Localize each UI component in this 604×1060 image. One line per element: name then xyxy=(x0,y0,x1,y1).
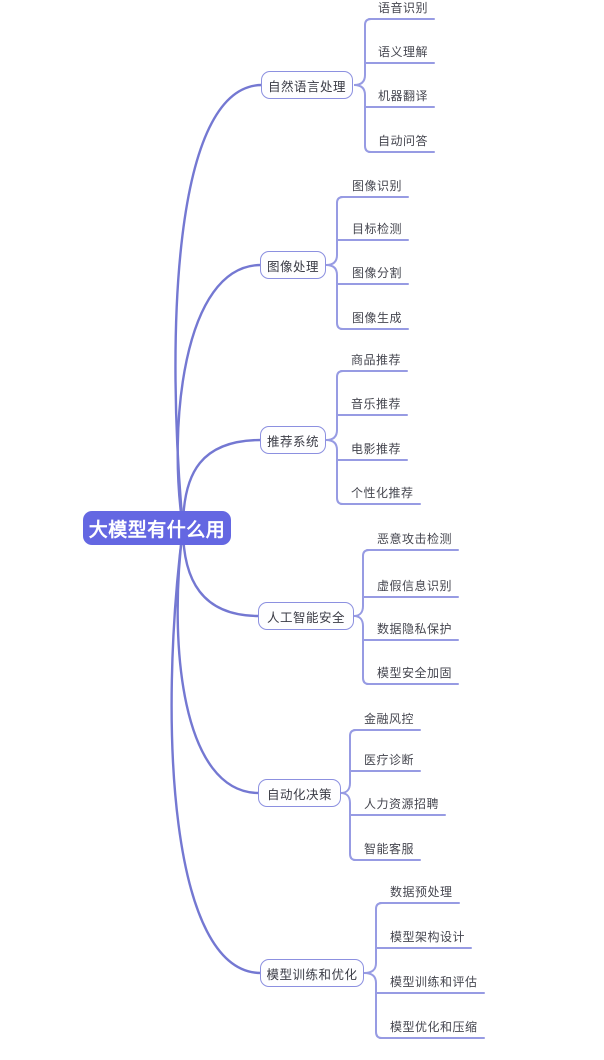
leaf-node[interactable]: 音乐推荐 xyxy=(351,397,402,411)
leaf-node[interactable]: 智能客服 xyxy=(364,842,415,856)
curve-root-to-model-training xyxy=(170,526,263,975)
branch-node-recommendation[interactable]: 推荐系统 xyxy=(260,426,326,454)
leaf-node[interactable]: 人力资源招聘 xyxy=(364,797,440,811)
leaf-connectors-image-processing xyxy=(325,196,409,330)
leaf-node[interactable]: 数据隐私保护 xyxy=(377,622,453,636)
curve-root-to-image-processing xyxy=(176,263,263,530)
leaf-node[interactable]: 图像识别 xyxy=(352,179,403,193)
branch-node-model-training[interactable]: 模型训练和优化 xyxy=(260,959,364,987)
leaf-node[interactable]: 电影推荐 xyxy=(351,442,402,456)
leaf-node[interactable]: 数据预处理 xyxy=(390,885,453,899)
curve-root-to-nlp xyxy=(174,83,264,530)
curve-root-to-ai-safety xyxy=(181,526,261,618)
leaf-node[interactable]: 个性化推荐 xyxy=(351,486,414,500)
leaf-node[interactable]: 模型训练和评估 xyxy=(390,975,478,989)
leaf-node[interactable]: 模型架构设计 xyxy=(390,930,466,944)
leaf-connectors-model-training xyxy=(363,902,485,1039)
leaf-node[interactable]: 恶意攻击检测 xyxy=(377,532,453,546)
leaf-node[interactable]: 医疗诊断 xyxy=(364,753,415,767)
leaf-connectors-ai-safety xyxy=(353,549,459,685)
leaf-node[interactable]: 图像生成 xyxy=(352,311,403,325)
leaf-node[interactable]: 虚假信息识别 xyxy=(377,579,453,593)
branch-node-ai-safety[interactable]: 人工智能安全 xyxy=(258,602,354,630)
leaf-node[interactable]: 图像分割 xyxy=(352,266,403,280)
leaf-node[interactable]: 语义理解 xyxy=(378,45,429,59)
branch-node-image-processing[interactable]: 图像处理 xyxy=(260,251,326,279)
leaf-node[interactable]: 模型安全加固 xyxy=(377,666,453,680)
leaf-connectors-recommendation xyxy=(325,370,421,505)
branch-node-nlp[interactable]: 自然语言处理 xyxy=(261,71,353,99)
leaf-connectors-nlp xyxy=(353,18,435,153)
branch-node-automated-decision[interactable]: 自动化决策 xyxy=(258,779,341,807)
root-node[interactable]: 大模型有什么用 xyxy=(83,511,231,545)
leaf-node[interactable]: 语音识别 xyxy=(378,1,429,15)
leaf-node[interactable]: 机器翻译 xyxy=(378,89,429,103)
leaf-connectors-automated-decision xyxy=(340,729,446,861)
leaf-node[interactable]: 金融风控 xyxy=(364,712,415,726)
curve-root-to-automated-decision xyxy=(176,526,261,795)
curve-root-to-recommendation xyxy=(181,438,263,530)
leaf-node[interactable]: 自动问答 xyxy=(378,134,429,148)
root-branch-curves xyxy=(170,83,264,975)
leaf-node[interactable]: 商品推荐 xyxy=(351,353,402,367)
leaf-node[interactable]: 目标检测 xyxy=(352,222,403,236)
leaf-node[interactable]: 模型优化和压缩 xyxy=(390,1020,478,1034)
